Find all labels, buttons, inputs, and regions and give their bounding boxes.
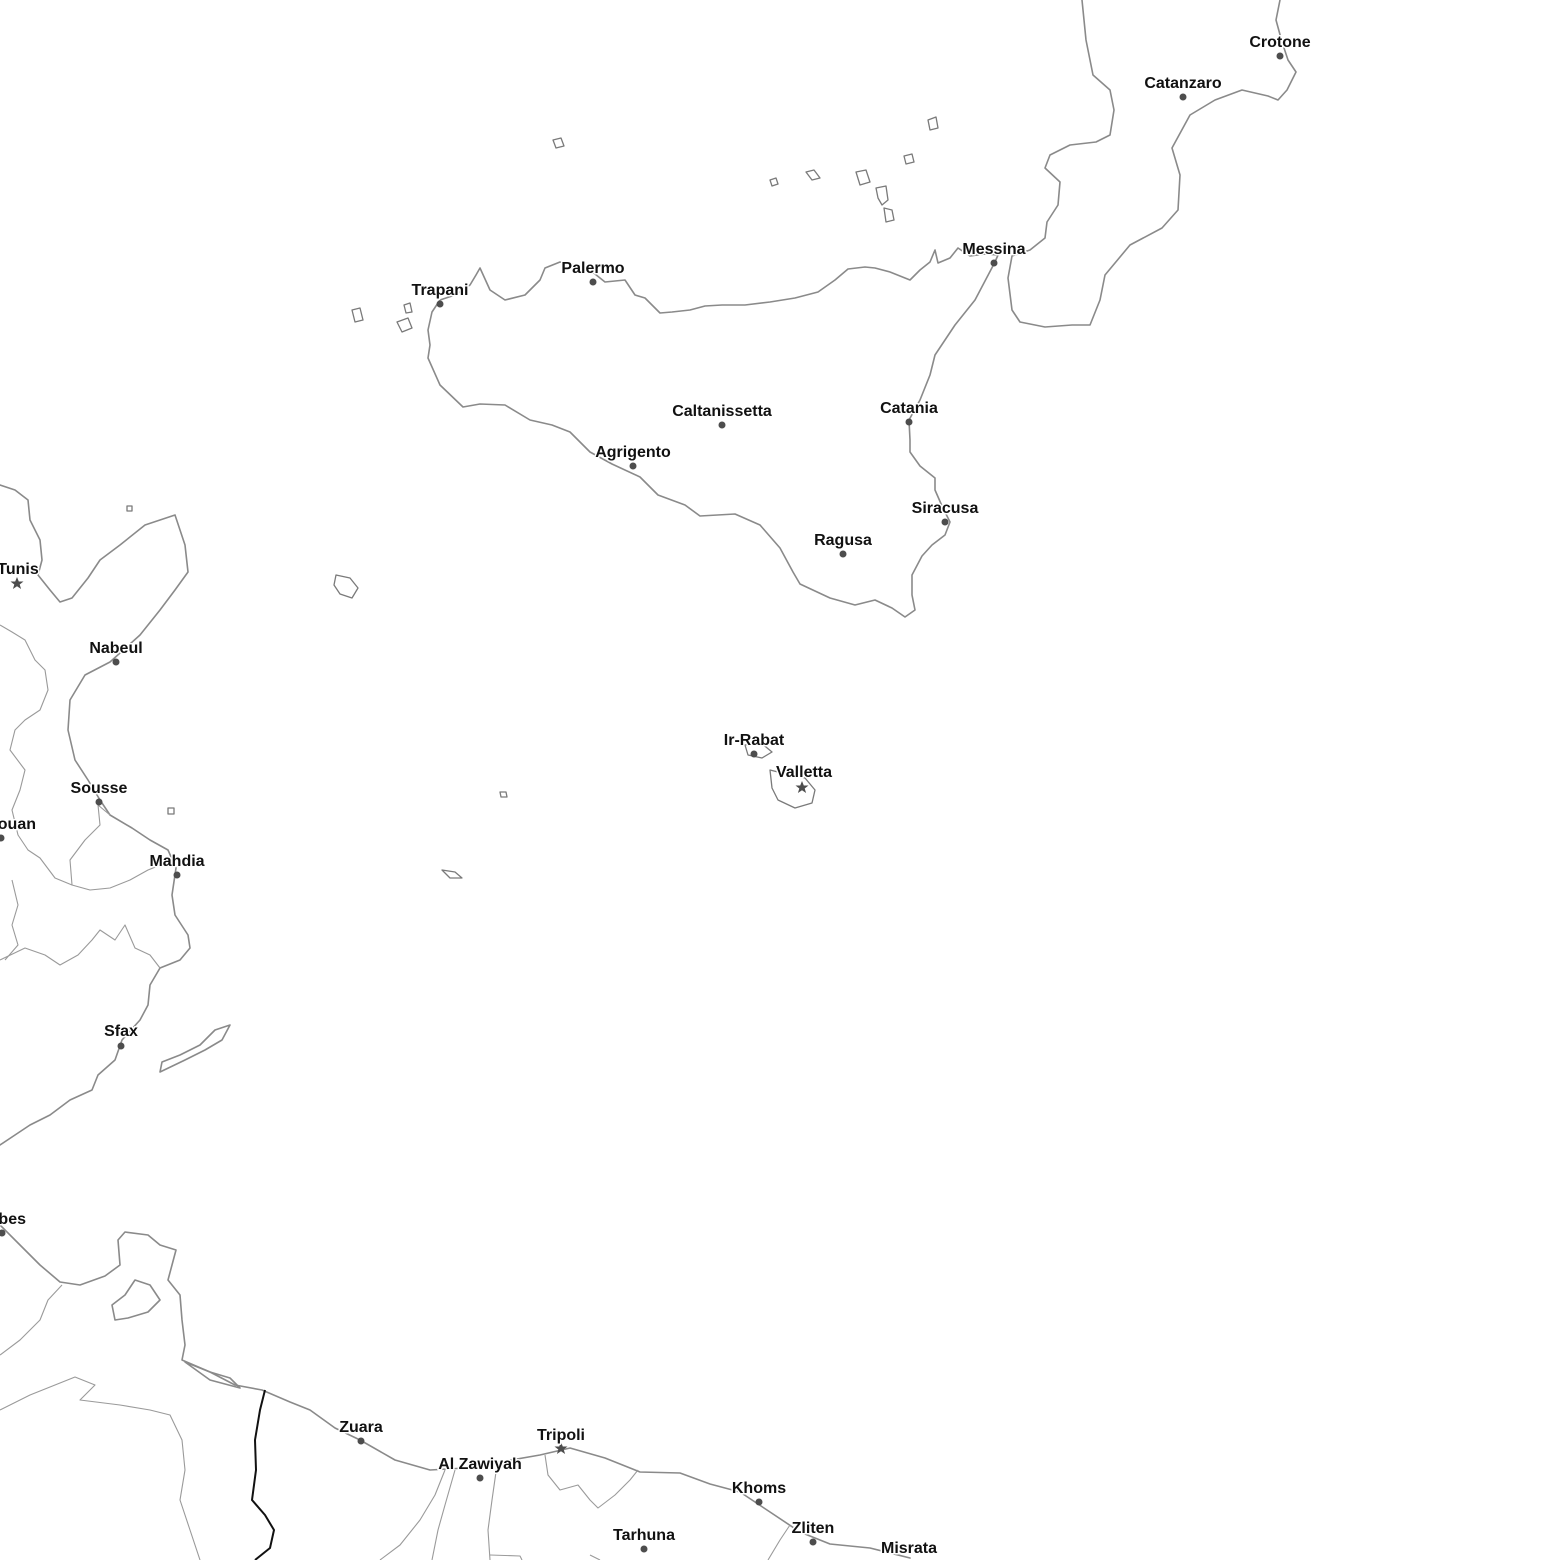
city-siracusa[interactable]: Siracusa	[910, 499, 980, 526]
city-mahdia[interactable]: Mahdia	[148, 852, 206, 879]
city-valletta[interactable]: Valletta	[774, 763, 834, 793]
city-dot	[839, 550, 847, 558]
pantelleria-island	[333, 574, 359, 599]
city-ir-rabat[interactable]: Ir-Rabat	[722, 731, 786, 758]
kuriat-island	[167, 807, 175, 815]
city-catanzaro[interactable]: Catanzaro	[1143, 74, 1223, 101]
city-zliten[interactable]: Zliten	[790, 1519, 836, 1546]
intl-border-tunisia-libya	[251, 1389, 275, 1560]
city-dot	[990, 259, 998, 267]
city-label: Catanzaro	[1144, 75, 1222, 92]
city-dot	[1179, 93, 1187, 101]
city-label: Catania	[880, 400, 938, 417]
city-dot	[629, 462, 637, 470]
admin-boundaries	[0, 624, 791, 1560]
capital-star-icon	[10, 577, 24, 589]
city-dot	[755, 1498, 763, 1506]
city-label: Tripoli	[537, 1427, 585, 1444]
linosa-island	[499, 791, 508, 798]
city-dot	[173, 871, 181, 879]
city-label: Caltanissetta	[672, 403, 772, 420]
city-dot	[589, 278, 597, 286]
city-agrigento[interactable]: Agrigento	[594, 443, 673, 470]
city-label: Crotone	[1249, 34, 1310, 51]
city-label: bes	[0, 1211, 26, 1228]
city-label: Nabeul	[89, 640, 142, 657]
city-tripoli[interactable]: Tripoli	[536, 1426, 587, 1454]
city-misrata[interactable]: Misrata	[879, 1539, 938, 1559]
city-dot	[941, 518, 949, 526]
city-dot	[750, 750, 758, 758]
city-al-zawiyah[interactable]: Al Zawiyah	[437, 1455, 523, 1482]
lampedusa-island	[441, 869, 463, 879]
city-messina[interactable]: Messina	[961, 240, 1027, 267]
sicily-coastline	[427, 247, 999, 618]
city-dot	[117, 1042, 125, 1050]
city-dot	[357, 1437, 365, 1445]
city-label: Messina	[962, 241, 1025, 258]
city-dot	[640, 1545, 648, 1553]
city-label: Zuara	[339, 1419, 383, 1436]
city-sfax[interactable]: Sfax	[103, 1022, 140, 1050]
city-dot	[809, 1538, 817, 1546]
city-label: Tarhuna	[613, 1527, 675, 1544]
city-label: Khoms	[732, 1480, 786, 1497]
islands	[126, 116, 939, 879]
city-tarhuna[interactable]: Tarhuna	[612, 1526, 677, 1553]
city-khoms[interactable]: Khoms	[730, 1479, 788, 1506]
city-crotone[interactable]: Crotone	[1248, 33, 1312, 60]
city-label: Siracusa	[912, 500, 979, 517]
egadi-islands	[351, 302, 413, 333]
city-dot	[95, 798, 103, 806]
city-kairouan[interactable]: ouan	[0, 815, 38, 842]
city-sousse[interactable]: Sousse	[69, 779, 129, 806]
city-dot	[0, 1229, 6, 1237]
city-label: Palermo	[561, 260, 624, 277]
city-caltanissetta[interactable]: Caltanissetta	[671, 402, 773, 429]
city-dot	[436, 300, 444, 308]
tunisia-coastline	[0, 484, 911, 1559]
city-label: Sousse	[71, 780, 128, 797]
calabria-coastline	[1007, 0, 1297, 328]
city-dot	[1276, 52, 1284, 60]
malta-island	[769, 769, 816, 809]
city-label: Agrigento	[595, 444, 671, 461]
city-nabeul[interactable]: Nabeul	[88, 639, 144, 666]
city-label: Al Zawiyah	[438, 1456, 522, 1473]
city-dot	[718, 421, 726, 429]
capital-star-icon	[795, 781, 809, 793]
city-trapani[interactable]: Trapani	[410, 281, 470, 308]
city-dot	[112, 658, 120, 666]
city-palermo[interactable]: Palermo	[560, 259, 626, 286]
city-label: Sfax	[104, 1023, 138, 1040]
city-label: Ragusa	[814, 532, 872, 549]
city-zuara[interactable]: Zuara	[338, 1418, 384, 1445]
city-label: Misrata	[881, 1540, 937, 1557]
capital-star-icon	[554, 1442, 568, 1454]
city-label: Trapani	[412, 282, 469, 299]
aeolian-islands	[769, 116, 939, 223]
city-dot	[905, 418, 913, 426]
city-tunis[interactable]: Tunis	[0, 560, 40, 589]
city-ragusa[interactable]: Ragusa	[813, 531, 874, 558]
city-catania[interactable]: Catania	[879, 399, 940, 426]
city-label: Tunis	[0, 561, 39, 578]
city-gabes[interactable]: bes	[0, 1210, 28, 1237]
city-label: Zliten	[792, 1520, 835, 1537]
ustica-island	[552, 137, 565, 149]
city-label: Ir-Rabat	[724, 732, 785, 749]
city-label: Valletta	[776, 764, 832, 781]
city-dot	[0, 834, 5, 842]
zembra-island	[126, 505, 133, 512]
city-dot	[476, 1474, 484, 1482]
city-label: Mahdia	[149, 853, 204, 870]
city-label: ouan	[0, 816, 36, 833]
